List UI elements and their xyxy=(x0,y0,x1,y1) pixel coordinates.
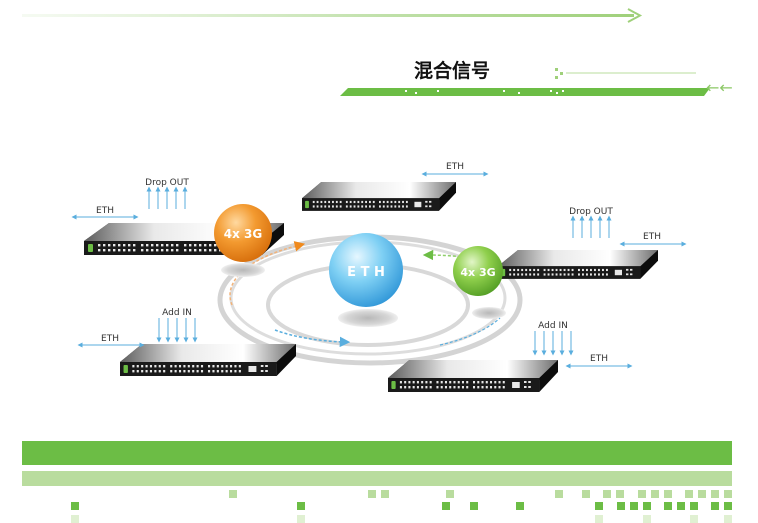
orange-sphere xyxy=(214,204,272,262)
green-sphere xyxy=(453,246,503,296)
ring-orange-arc xyxy=(229,241,306,306)
footer-band-light xyxy=(22,471,732,486)
page-title: 混合信号 xyxy=(414,59,490,82)
footer-bands xyxy=(22,441,732,523)
svg-text:ETH: ETH xyxy=(101,334,119,344)
label-eth-left-lower: ETH xyxy=(80,334,142,345)
switch-top-center xyxy=(302,182,456,211)
label-add-in-left: Add IN xyxy=(159,308,195,340)
back-arrows-icon[interactable]: ←← xyxy=(706,78,733,97)
title-underline-dots xyxy=(405,90,564,94)
title-accent-dots xyxy=(555,68,563,79)
orange-sphere-label: 4x 3G xyxy=(224,227,262,241)
eth-sphere-label: E T H xyxy=(347,265,385,280)
switch-bottom-left xyxy=(120,344,296,376)
label-drop-out-right: Drop OUT xyxy=(569,207,613,238)
ring-blue-arc-2 xyxy=(439,317,501,346)
label-drop-out-left: Drop OUT xyxy=(145,178,189,209)
label-add-in-right: Add IN xyxy=(535,321,571,353)
label-eth-bottom-right: ETH xyxy=(568,354,630,366)
svg-text:Add IN: Add IN xyxy=(538,321,568,331)
label-eth-right: ETH xyxy=(622,232,684,244)
svg-text:ETH: ETH xyxy=(590,354,608,364)
label-eth-top: ETH xyxy=(424,162,486,174)
svg-text:ETH: ETH xyxy=(446,162,464,172)
svg-text:Drop OUT: Drop OUT xyxy=(569,207,613,217)
footer-band-dark xyxy=(22,441,732,465)
label-eth-left-upper: ETH xyxy=(74,206,136,217)
ring-blue-arc xyxy=(274,329,351,348)
svg-text:ETH: ETH xyxy=(96,206,114,216)
orange-sphere-shadow xyxy=(221,263,265,277)
eth-sphere xyxy=(329,233,403,307)
svg-text:Drop OUT: Drop OUT xyxy=(145,178,189,188)
eth-sphere-shadow xyxy=(338,309,398,327)
switch-right xyxy=(498,250,658,279)
green-sphere-shadow xyxy=(472,307,506,319)
header: 混合信号 ←← xyxy=(22,8,733,97)
svg-text:ETH: ETH xyxy=(643,232,661,242)
switch-bottom-right xyxy=(388,360,558,392)
footer-pixel-pattern xyxy=(71,490,732,523)
svg-text:Add IN: Add IN xyxy=(162,308,192,318)
green-sphere-label: 4x 3G xyxy=(460,266,495,279)
top-rule-arrow-icon xyxy=(627,8,643,23)
title-underline-bar xyxy=(340,88,710,96)
top-rule xyxy=(22,14,634,17)
